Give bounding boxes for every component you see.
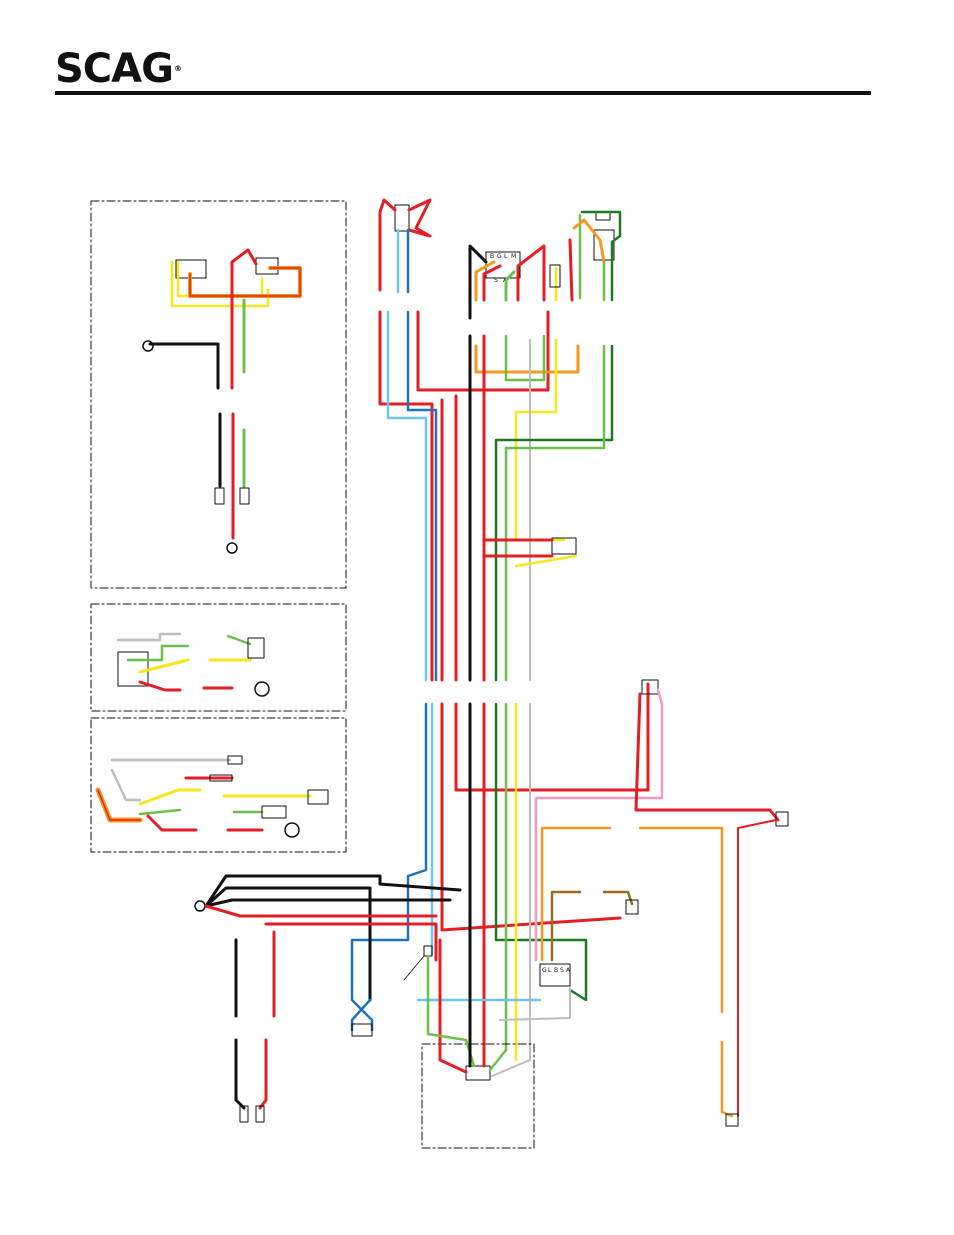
switch-terminal-s: S	[494, 277, 498, 284]
relay-terminal-s: S	[560, 967, 564, 974]
main-harness: B G L M S A	[195, 200, 788, 1148]
optional-kit-box-3	[91, 718, 346, 852]
hour-meter-connector	[395, 205, 409, 231]
ground-ring	[195, 901, 205, 911]
right-connector-top	[642, 680, 658, 694]
switch-terminal-l: L	[504, 253, 508, 260]
ignition-switch: B G L M S A	[486, 252, 520, 284]
relay-terminal-g: G	[542, 967, 547, 974]
blue-connector	[352, 1024, 372, 1036]
optional-kit-box-1	[91, 201, 346, 588]
relay-terminal-l: L	[548, 967, 552, 974]
switch-terminal-g: G	[497, 253, 502, 260]
relay-terminal-b: B	[554, 967, 558, 974]
bottom-relay: G L B S A	[540, 964, 571, 986]
switch-terminal-m: M	[511, 253, 516, 260]
engine-connector	[466, 1066, 490, 1080]
switch-terminal-b: B	[490, 253, 494, 260]
optional-kit-box-2	[91, 604, 346, 711]
kit2-switch	[118, 652, 148, 686]
